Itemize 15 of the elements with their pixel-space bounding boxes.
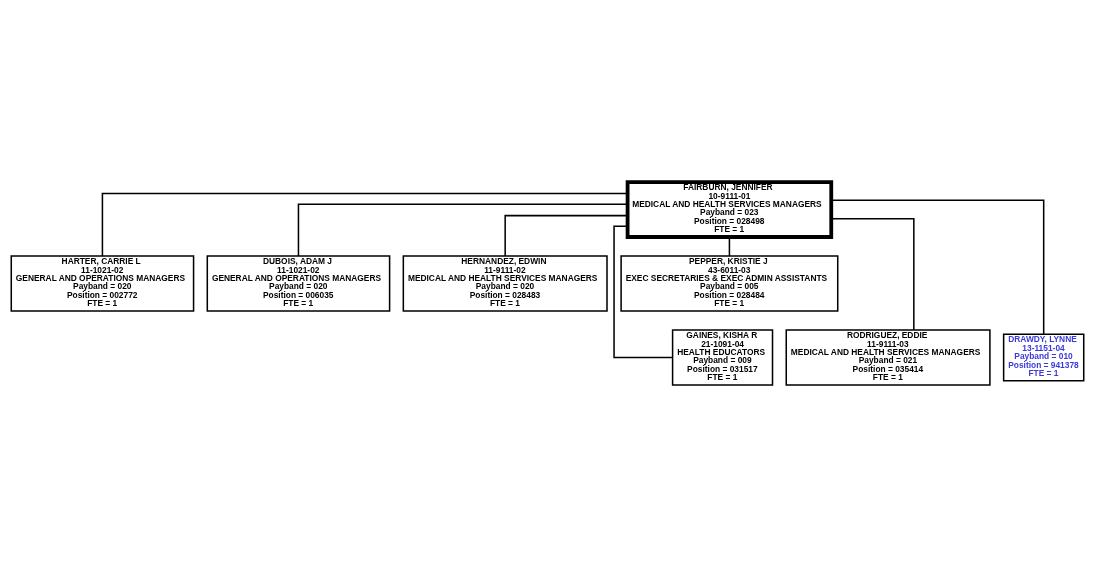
connector [613,225,674,359]
connector [830,199,1045,335]
node-box: HERNANDEZ, EDWIN 11-9111-02 MEDICAL AND HEALTH SERVICES MANAGERS Payband = 020 Position = 028483 FTE = 1 [402,255,608,312]
node-box: HARTER, CARRIE L 11-1021-02 GENERAL AND OPERATIONS MANAGERS Payband = 020 Position = 002772 FTE = 1 [10,255,195,312]
connector [504,214,629,257]
node-box: RODRIGUEZ, EDDIE 11-9111-03 MEDICAL AND HEALTH SERVICES MANAGERS Payband = 021 Position = 035414 FTE = 1 [785,329,991,386]
node-box: DRAWDY, LYNNE 13-1151-04 Payband = 010 Position = 941378 FTE = 1 [1002,333,1085,382]
node-box: PEPPER, KRISTIE J 43-6011-03 EXEC SECRETARIES & EXEC ADMIN ASSISTANTS Payband = 005 Position = 028484 FTE = 1 [620,255,839,312]
node-box: DUBOIS, ADAM J 11-1021-02 GENERAL AND OPERATIONS MANAGERS Payband = 020 Position = 006035 FTE = 1 [206,255,391,312]
connector [830,217,915,331]
node-box: GAINES, KISHA R 21-1091-04 HEALTH EDUCATORS Payband = 009 Position = 031517 FTE = 1 [671,329,774,386]
connector [101,192,629,257]
node-box: FAIRBURN, JENNIFER 10-9111-01 MEDICAL AND HEALTH SERVICES MANAGERS Payband = 023 Position = 028498 FTE = 1 [625,180,834,239]
connector [728,236,731,257]
connector [297,203,629,257]
